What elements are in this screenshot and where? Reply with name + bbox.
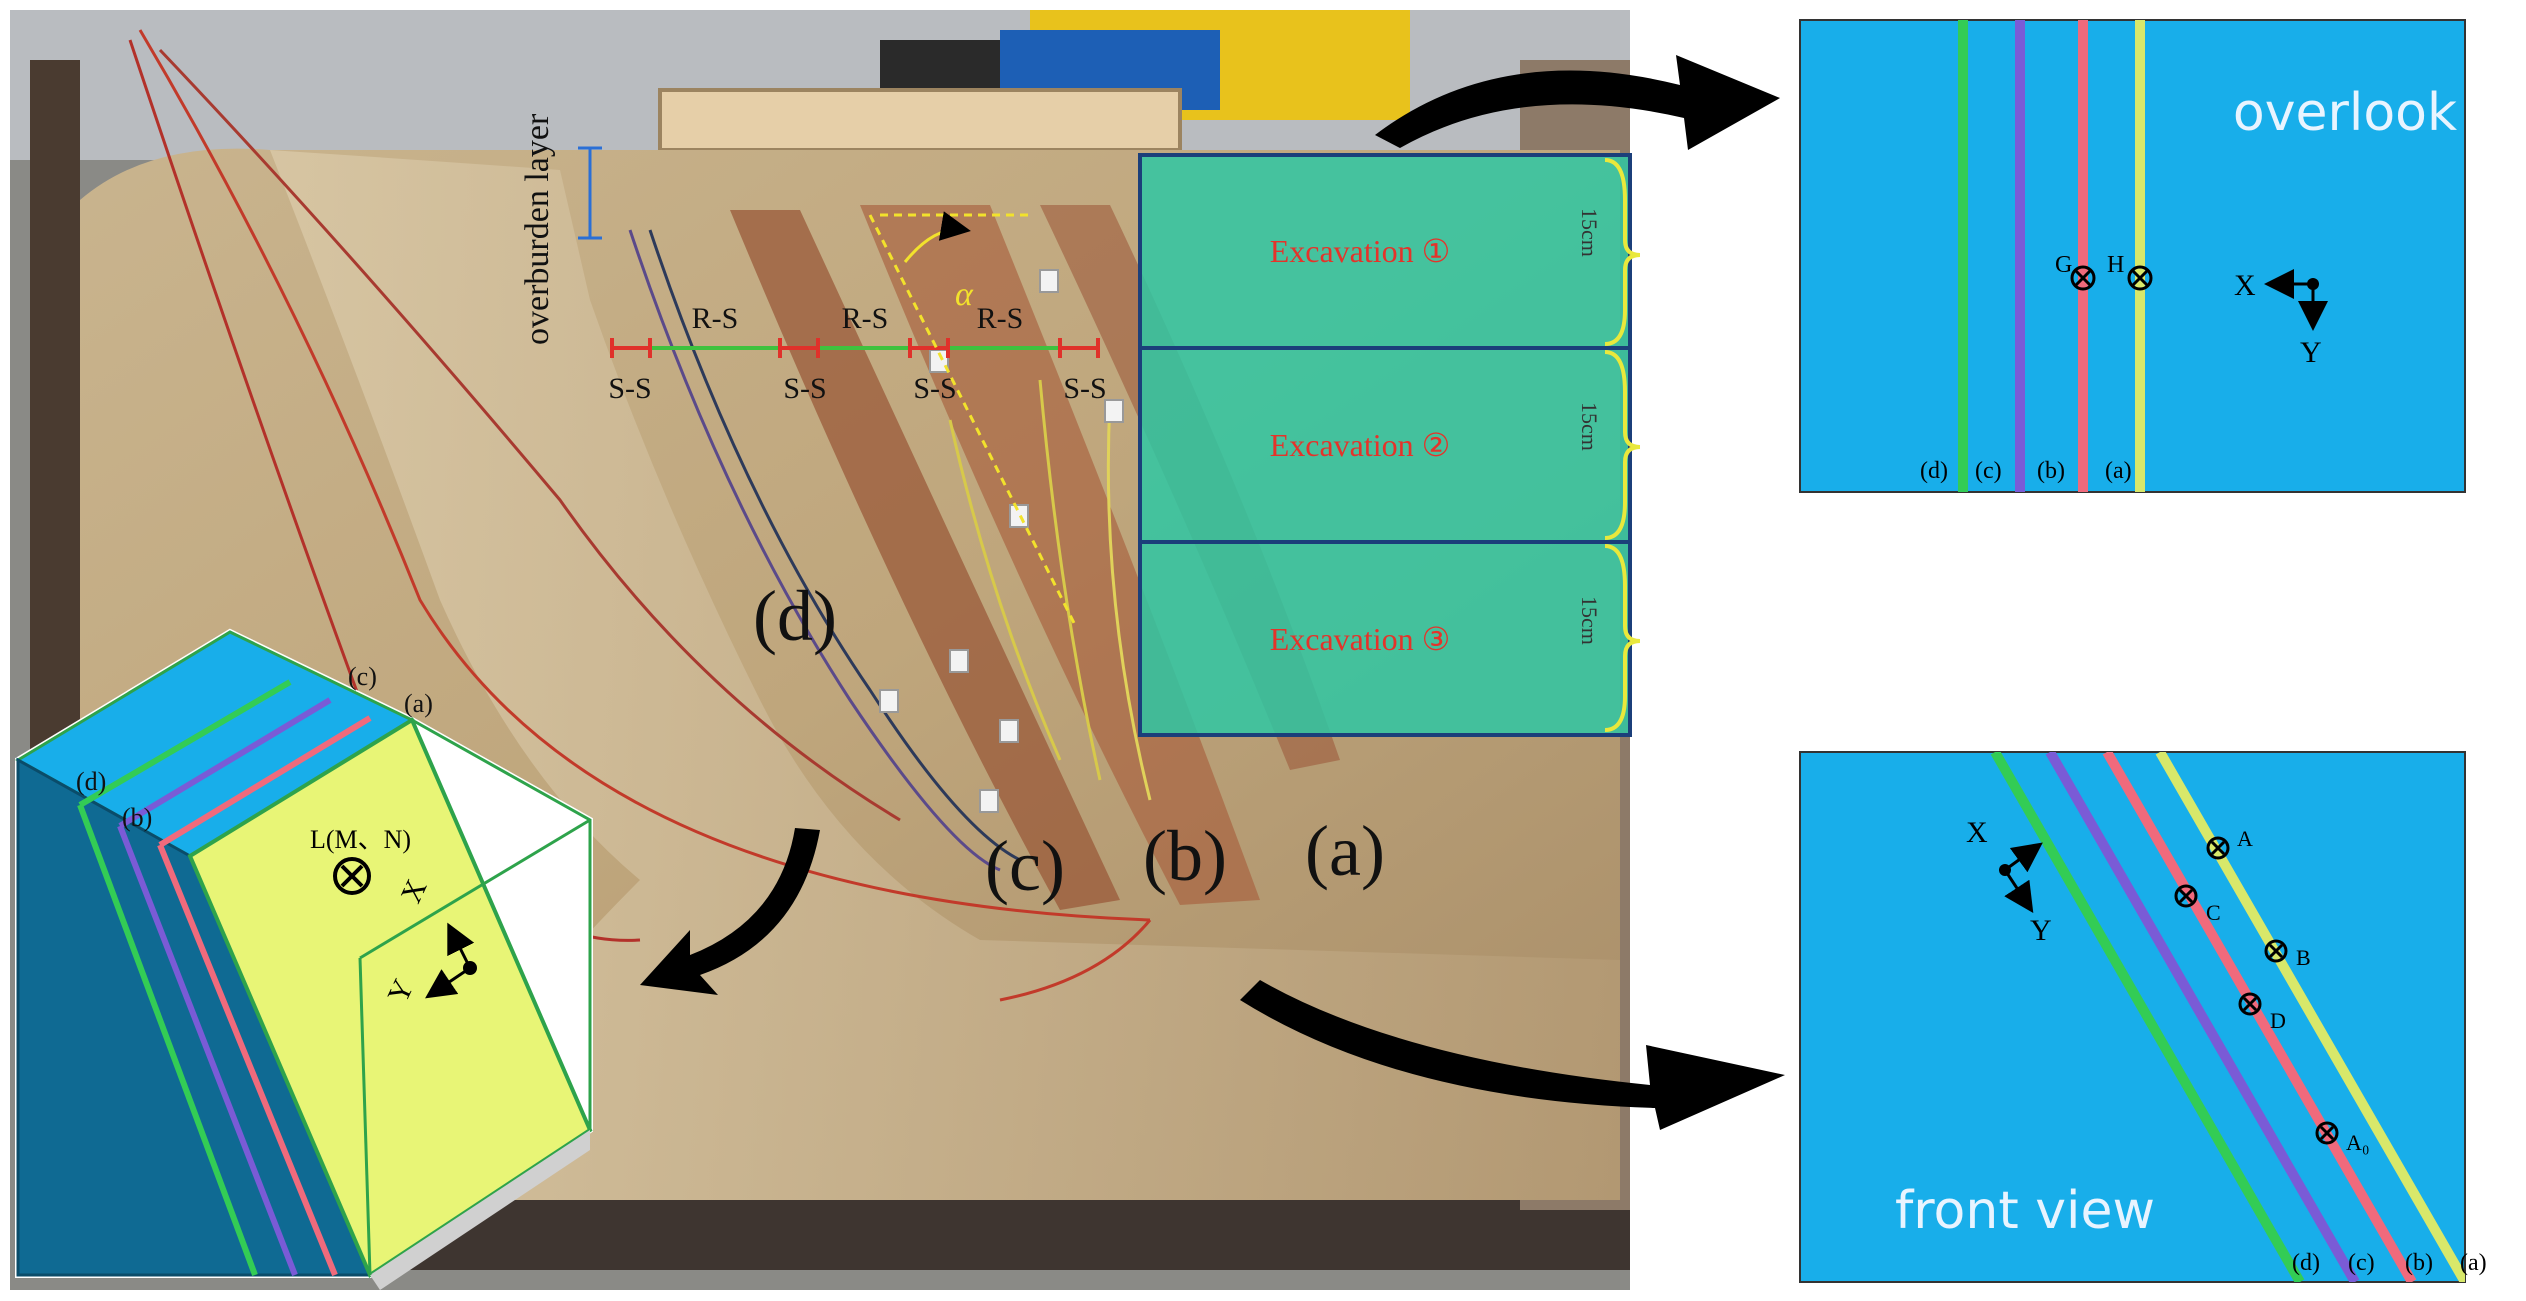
front-points [2174, 836, 2339, 1145]
ss-label-1: S-S [608, 372, 651, 405]
front-bottom-label-a: (a) [2460, 1250, 2487, 1276]
overlook-label-c: (c) [1975, 458, 2002, 484]
excavation-1-label: Excavation ① [1270, 233, 1451, 269]
excavation-1-depth: 15cm [1577, 208, 1602, 257]
front-x-label: X [1966, 816, 1988, 849]
photo-layer-b: (b) [1143, 816, 1227, 896]
block-point-marker [333, 857, 371, 895]
block-label-c: (c) [348, 662, 377, 691]
overlook-point-g [2070, 265, 2096, 291]
front-layer-d [1990, 752, 2305, 1282]
excavation-zone [1138, 153, 1641, 737]
overburden-label: overburden layer [519, 113, 556, 345]
ss-label-2: S-S [783, 372, 826, 405]
block-y-axis [425, 966, 471, 999]
block-3d: L(M、N) X Y (c) (a) (d) (b) [15, 628, 593, 1290]
loading-plate [658, 88, 1182, 152]
front-label-b: B [2296, 945, 2311, 970]
dip-angle-arc [903, 211, 971, 263]
rs-label-2: R-S [842, 302, 889, 335]
front-label-d: D [2270, 1008, 2286, 1033]
front-bottom-label-d: (d) [2292, 1250, 2320, 1276]
overlook-x-label: X [2234, 269, 2256, 302]
overlook-label-b: (b) [2037, 458, 2065, 484]
photo-layer-a: (a) [1305, 811, 1385, 891]
rs-label-3: R-S [977, 302, 1024, 335]
front-view-title: front view [1895, 1181, 2155, 1241]
arrow-to-front-view [1240, 980, 1785, 1130]
block-bottom-edge [370, 1130, 590, 1290]
block-label-d: (d) [76, 767, 106, 796]
overlook-panel: overlook G H X Y (d) (c) (b) (a) [1799, 19, 2466, 493]
overlook-label-a: (a) [2105, 458, 2132, 484]
front-label-a: A [2237, 826, 2253, 851]
photo-layer-d: (d) [753, 576, 837, 656]
arrow-to-overlook [1375, 55, 1780, 150]
overlook-point-h [2127, 265, 2153, 291]
block-label-b: (b) [122, 803, 152, 832]
excavation-3-depth: 15cm [1577, 596, 1602, 645]
soil-layer-c [730, 210, 1120, 910]
ss-label-4: S-S [1063, 372, 1106, 405]
front-label-a0: A₀ [2346, 1130, 2370, 1155]
block-excavated-outline [358, 718, 592, 1276]
overlook-label-h: H [2107, 252, 2124, 278]
front-y-label: Y [2030, 914, 2052, 947]
excavation-2-label: Excavation ② [1270, 427, 1451, 463]
front-bottom-label-c: (c) [2348, 1250, 2375, 1276]
overlook-y-label: Y [2300, 336, 2322, 369]
front-x-axis [2004, 842, 2043, 873]
rs-label-1: R-S [692, 302, 739, 335]
excavation-2-depth: 15cm [1577, 402, 1602, 451]
overlook-title: overlook [2233, 83, 2457, 143]
ss-label-3: S-S [913, 372, 956, 405]
overlook-label-d: (d) [1920, 458, 1948, 484]
sensor-wires [128, 29, 1152, 1002]
block-layer-stripes [77, 679, 372, 1277]
block-point-label: L(M、N) [310, 825, 411, 854]
callout-arrows [640, 55, 1785, 1130]
slope-face [270, 150, 1620, 1200]
photo-layer-c: (c) [985, 826, 1065, 906]
block-label-a: (a) [404, 689, 433, 718]
sensors [879, 269, 1124, 813]
front-layer-c [2045, 752, 2360, 1282]
dip-angle-label: α [955, 276, 974, 313]
front-layer-b [2102, 752, 2417, 1282]
arrow-to-block [640, 828, 820, 995]
ss-markers [610, 338, 1100, 358]
block-x-axis [447, 922, 475, 969]
front-y-axis [2003, 869, 2034, 914]
front-label-c: C [2206, 900, 2221, 925]
excavation-3-label: Excavation ③ [1270, 621, 1451, 657]
overlook-label-g: G [2055, 252, 2072, 278]
front-bottom-label-b: (b) [2405, 1250, 2433, 1276]
front-view-panel: front view A C B D A₀ X Y (d) (c) (b) (a… [1799, 751, 2487, 1283]
